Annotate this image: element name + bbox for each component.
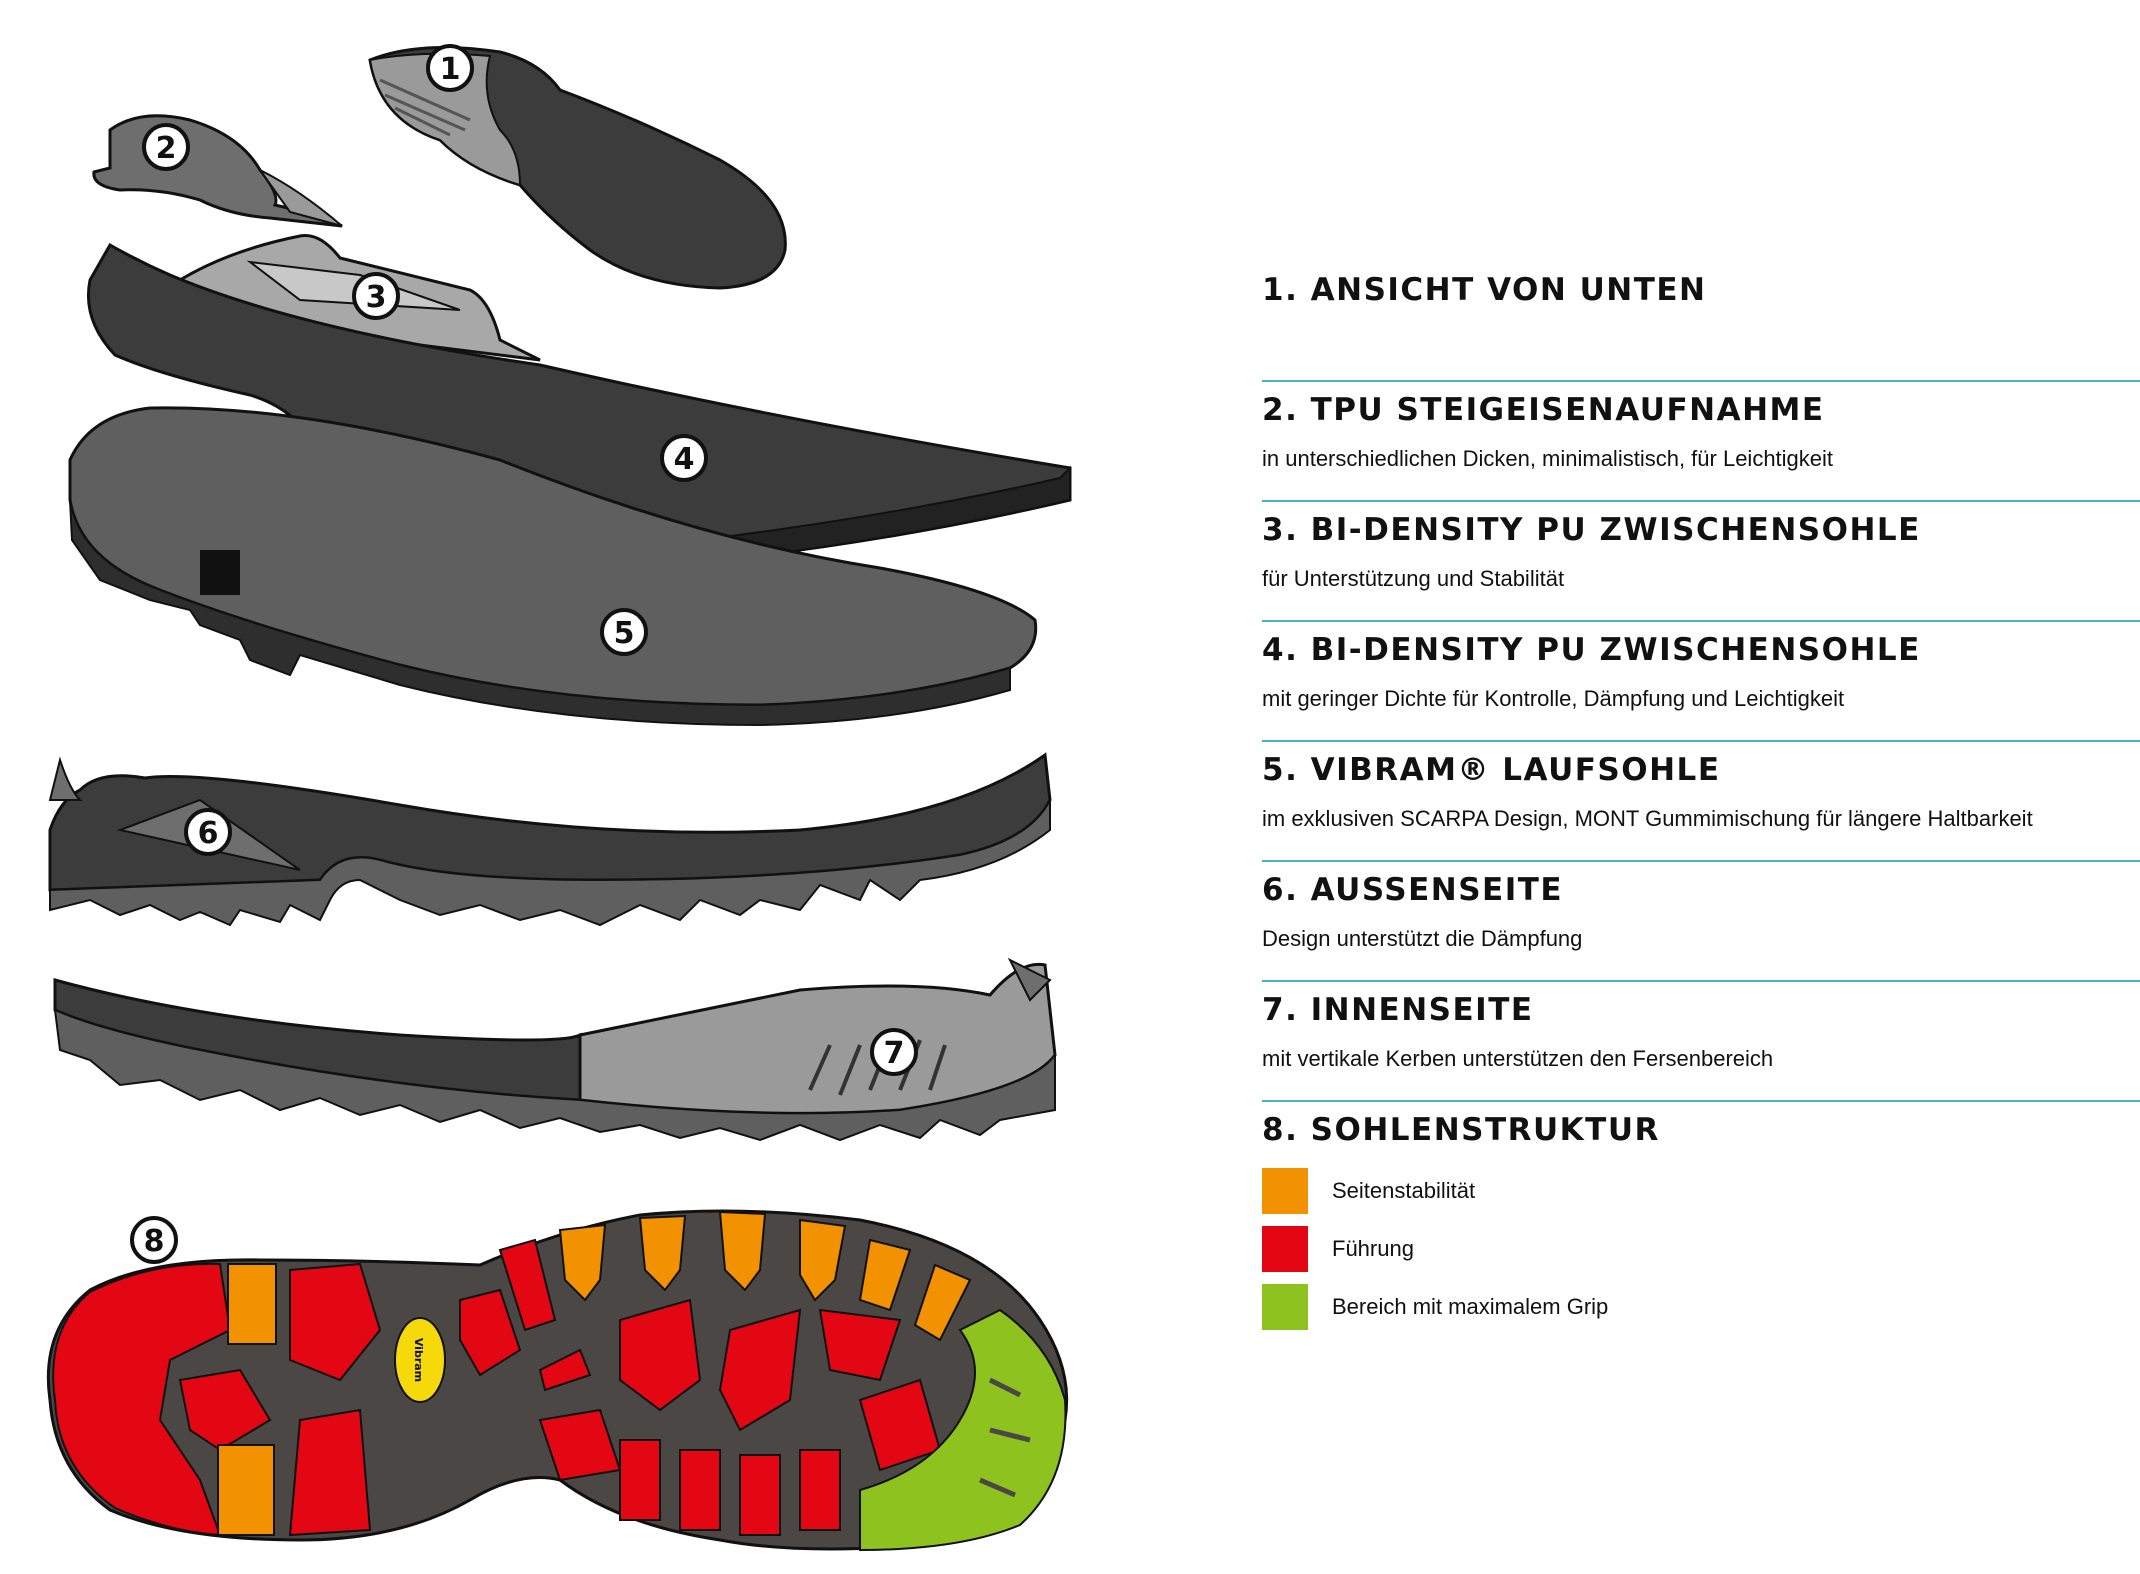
marker-1: 1 [428,46,472,90]
svg-text:3: 3 [366,280,387,315]
item-title: 1. Ansicht von unten [1262,272,1707,308]
legend-item-7: 7. Innenseite mit vertikale Kerben unter… [1262,982,2140,1102]
svg-text:6: 6 [198,816,219,851]
svg-text:7: 7 [884,1036,905,1071]
legend-item-3: 3. Bi-Density PU Zwischensohle für Unter… [1262,502,2140,622]
legend-item-1: 1. Ansicht von unten [1262,262,2140,382]
swatch-label: Führung [1332,1236,1414,1262]
item-desc: für Unterstützung und Stabilität [1262,566,1564,592]
legend-item-2: 2. TPU Steigeisenaufnahme in unterschied… [1262,382,2140,502]
item-title: 3. Bi-Density PU Zwischensohle [1262,512,1921,548]
item-desc: mit vertikale Kerben unterstützen den Fe… [1262,1046,1773,1072]
svg-text:5: 5 [614,616,635,651]
vibram-logo-text: Vibram [412,1338,425,1382]
swatch-label: Bereich mit maximalem Grip [1332,1294,1608,1320]
item-title: 7. Innenseite [1262,992,1534,1028]
item-title: 8. Sohlenstruktur [1262,1112,1660,1148]
layer-2-tpu-insert [94,116,342,226]
marker-7: 7 [872,1030,916,1074]
legend-item-6: 6. Aussenseite Design unterstützt die Dä… [1262,862,2140,982]
legend-list: 1. Ansicht von unten 2. TPU Steigeisenau… [1262,262,2140,1102]
orange-swatch [1262,1168,1308,1214]
item-desc: im exklusiven SCARPA Design, MONT Gummim… [1262,806,2033,832]
marker-4: 4 [662,436,706,480]
svg-text:4: 4 [674,442,695,477]
marker-3: 3 [354,274,398,318]
sole-exploded-illustration: Vibram 1 2 3 4 5 6 7 8 [0,0,1100,1574]
item-desc: mit geringer Dichte für Kontrolle, Dämpf… [1262,686,1844,712]
marker-6: 6 [186,810,230,854]
marker-8: 8 [132,1218,176,1262]
red-swatch [1262,1226,1308,1272]
item-title: 5. Vibram® Laufsohle [1262,752,1721,788]
item-desc: in unterschiedlichen Dicken, minimalisti… [1262,446,1833,472]
layer-8-sole-pattern: Vibram [48,1211,1066,1550]
swatch-label: Seitenstabilität [1332,1178,1475,1204]
svg-text:1: 1 [440,52,461,87]
item-title: 4. Bi-Density PU Zwischensohle [1262,632,1921,668]
item-desc: Design unterstützt die Dämpfung [1262,926,1582,952]
legend-item-5: 5. Vibram® Laufsohle im exklusiven SCARP… [1262,742,2140,862]
svg-text:8: 8 [144,1224,165,1259]
legend-item-4: 4. Bi-Density PU Zwischensohle mit gerin… [1262,622,2140,742]
green-swatch [1262,1284,1308,1330]
item-title: 2. TPU Steigeisenaufnahme [1262,392,1825,428]
marker-2: 2 [144,125,188,169]
item-title: 6. Aussenseite [1262,872,1563,908]
marker-5: 5 [602,610,646,654]
svg-text:2: 2 [156,131,177,166]
